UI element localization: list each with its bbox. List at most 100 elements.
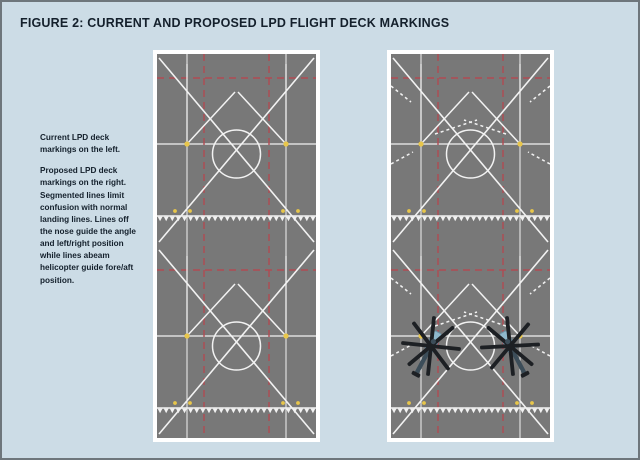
- triangle-marker: [452, 408, 458, 414]
- yellow-dot: [296, 401, 300, 405]
- triangle-marker: [526, 216, 531, 222]
- triangle-marker: [224, 408, 230, 414]
- figure-caption: Current LPD deck markings on the left. P…: [40, 132, 138, 296]
- chevron-leg-right: [471, 91, 521, 145]
- triangle-marker: [298, 216, 304, 222]
- diagonal-x-up: [392, 249, 549, 435]
- triangle-marker: [237, 408, 242, 414]
- helicopter-tail-fin: [411, 370, 421, 378]
- triangle-marker: [434, 408, 440, 414]
- triangle-marker: [188, 216, 194, 222]
- triangle-marker: [465, 408, 470, 414]
- triangle-marker: [452, 216, 458, 222]
- triangle-marker: [273, 216, 279, 222]
- rotor-hub: [505, 338, 511, 345]
- chevron-leg-right: [471, 283, 521, 337]
- triangle-marker: [520, 216, 525, 222]
- diagonal-x-up: [392, 57, 549, 243]
- triangle-marker: [520, 408, 525, 414]
- helicopter: [401, 316, 461, 378]
- triangle-marker: [194, 408, 200, 414]
- triangle-marker: [200, 216, 206, 222]
- triangle-marker: [391, 216, 397, 222]
- yellow-dot: [281, 401, 285, 405]
- helicopter-tail-boom: [508, 344, 528, 378]
- triangle-marker: [446, 408, 452, 414]
- triangle-marker: [403, 216, 409, 222]
- yellow-marker: [184, 333, 190, 339]
- triangle-marker: [243, 408, 249, 414]
- triangle-marker: [267, 216, 273, 222]
- triangle-marker: [304, 408, 310, 414]
- triangle-marker: [495, 216, 501, 222]
- segmented-abeam-line: [391, 151, 414, 165]
- triangle-marker: [471, 408, 476, 414]
- triangle-marker: [410, 216, 415, 222]
- triangle-marker: [458, 216, 464, 222]
- diagonal-x-up: [158, 57, 315, 243]
- triangle-marker: [298, 408, 304, 414]
- yellow-dot: [407, 209, 411, 213]
- triangle-marker: [538, 216, 544, 222]
- caption-paragraph-2: Proposed LPD deck markings on the right.…: [40, 166, 136, 285]
- helicopter: [480, 316, 540, 378]
- segmented-approach-line: [391, 85, 412, 103]
- segmented-approach-line: [529, 85, 550, 103]
- triangle-marker: [237, 216, 242, 222]
- triangle-marker: [255, 408, 261, 414]
- yellow-marker: [283, 141, 289, 147]
- triangle-marker: [182, 216, 187, 222]
- triangle-marker: [224, 216, 230, 222]
- chevron-leg-right: [237, 283, 287, 337]
- landing-circle: [445, 129, 496, 179]
- triangle-marker: [483, 408, 489, 414]
- triangle-marker: [176, 408, 181, 414]
- triangle-marker: [489, 216, 495, 222]
- triangle-marker: [538, 408, 544, 414]
- chevron-leg-left: [186, 283, 236, 337]
- deck-panel-proposed: [387, 50, 554, 442]
- segmented-guide-lines: [391, 85, 550, 357]
- triangle-marker: [526, 408, 531, 414]
- triangle-marker: [422, 408, 428, 414]
- triangle-marker: [310, 408, 316, 414]
- triangle-marker: [397, 216, 403, 222]
- triangle-marker: [206, 408, 212, 414]
- rotor-blade: [426, 316, 436, 376]
- yellow-dot: [188, 209, 192, 213]
- yellow-dot: [173, 401, 177, 405]
- chevron-leg-left: [420, 91, 470, 145]
- triangle-marker: [458, 408, 464, 414]
- rotor-blade: [486, 325, 534, 367]
- chevron-leg-left: [420, 283, 470, 337]
- segmented-nose-line: [463, 119, 507, 135]
- triangle-marker: [434, 216, 440, 222]
- yellow-marker: [418, 141, 424, 147]
- deck-diagram-proposed: [391, 54, 550, 438]
- yellow-marker: [184, 141, 190, 147]
- triangle-marker: [212, 216, 218, 222]
- yellow-dot: [173, 209, 177, 213]
- triangle-marker: [410, 408, 415, 414]
- yellow-dot: [422, 401, 426, 405]
- triangle-marker: [428, 216, 434, 222]
- triangle-marker: [273, 408, 279, 414]
- segmented-approach-line: [391, 277, 412, 295]
- triangle-marker: [255, 216, 261, 222]
- helicopter-tail-boom: [413, 344, 433, 378]
- triangle-marker: [261, 216, 267, 222]
- figure-title: FIGURE 2: CURRENT AND PROPOSED LPD FLIGH…: [20, 16, 450, 30]
- yellow-marker: [283, 333, 289, 339]
- triangle-marker: [286, 216, 291, 222]
- triangle-marker: [243, 216, 249, 222]
- triangle-marker: [163, 216, 169, 222]
- triangle-marker: [176, 216, 181, 222]
- yellow-dot: [281, 209, 285, 213]
- triangle-marker: [279, 408, 285, 414]
- triangle-marker: [532, 216, 538, 222]
- yellow-dot: [515, 401, 519, 405]
- rotor-hub: [430, 338, 436, 345]
- yellow-dot: [188, 401, 192, 405]
- triangle-marker: [422, 216, 428, 222]
- triangle-marker: [157, 216, 163, 222]
